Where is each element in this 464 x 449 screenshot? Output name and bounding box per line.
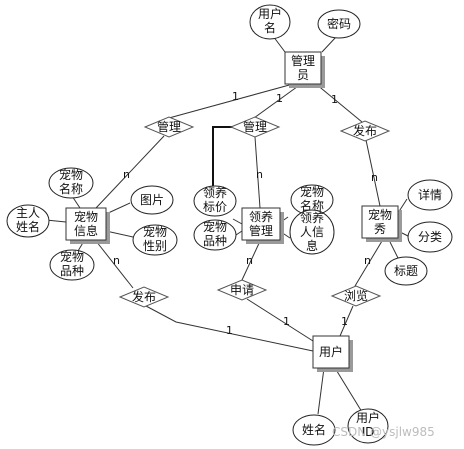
attribute-pet-image: 图片	[130, 185, 174, 215]
attribute-owner-name: 主人 姓名	[6, 204, 50, 238]
attribute-adoption-breed: 宠物 品种	[193, 219, 237, 251]
entity-pet-show-line2: 秀	[374, 222, 386, 236]
attribute-pet-name-line2: 名称	[59, 181, 83, 196]
relationship-manage-adoption-label: 管理	[243, 119, 267, 134]
attribute-adoption-pet-name-line1: 宠物	[300, 184, 324, 199]
attribute-adopter-info-line2: 人信	[300, 225, 324, 239]
attribute-show-category-label: 分类	[418, 230, 442, 244]
cardinality-user-publish: 1	[226, 324, 233, 337]
relationship-browse-label: 浏览	[344, 288, 368, 303]
attribute-user-name: 姓名	[292, 414, 336, 446]
attribute-adopter-info-line1: 领养	[300, 210, 324, 225]
attribute-adoption-price-line1: 领养	[203, 185, 227, 200]
attribute-owner-name-line2: 姓名	[16, 219, 40, 234]
attribute-user-id-line2: ID	[362, 425, 375, 439]
relationship-publish-show: 发布	[339, 120, 391, 142]
attribute-adoption-breed-line2: 品种	[203, 234, 227, 248]
attribute-pet-name-line1: 宠物	[59, 167, 83, 182]
cardinality-admin-manage-pet: 1	[232, 90, 239, 103]
cardinality-admin-publish: 1	[331, 93, 338, 106]
relationship-apply-label: 申请	[230, 283, 254, 297]
relationship-publish-pet: 发布	[118, 286, 170, 308]
relationship-manage-adoption: 管理	[229, 116, 281, 138]
cardinality-show-browse: n	[364, 254, 371, 267]
attribute-user-id-line1: 用户	[356, 410, 380, 425]
attribute-user-name-label: 姓名	[302, 422, 326, 437]
cardinality-adoption-manage: n	[256, 168, 263, 181]
attribute-show-category: 分类	[407, 221, 453, 253]
cardinality-admin-manage-adoption: 1	[276, 92, 283, 105]
attribute-pet-image-label: 图片	[140, 193, 164, 207]
cardinality-user-apply: 1	[283, 315, 290, 328]
attribute-pet-gender-line2: 性别	[143, 239, 167, 253]
relationship-manage-pet-label: 管理	[157, 119, 181, 134]
attribute-adoption-breed-line1: 宠物	[203, 219, 227, 234]
attribute-pet-breed: 宠物 品种	[49, 249, 95, 281]
cardinality-user-browse: 1	[341, 315, 348, 328]
entity-adoption-line2: 管理	[249, 223, 273, 238]
attribute-adoption-pet-name-line2: 名称	[300, 198, 324, 213]
entity-pet-show-line1: 宠物	[368, 207, 392, 222]
attribute-pet-breed-line1: 宠物	[60, 249, 84, 264]
attribute-pet-name: 宠物 名称	[48, 167, 94, 199]
entity-admin: 管理 员	[284, 51, 325, 88]
entity-admin-line2: 员	[297, 68, 309, 82]
attribute-pet-gender-line1: 宠物	[143, 224, 167, 239]
cardinality-adoption-apply: n	[246, 254, 253, 267]
cardinality-pet-manage: n	[123, 168, 130, 181]
entity-pet-show: 宠物 秀	[361, 205, 402, 242]
entity-adoption-line1: 领养	[249, 209, 273, 224]
attribute-pet-gender: 宠物 性别	[132, 224, 178, 256]
relationship-browse: 浏览	[330, 285, 382, 307]
attribute-adoption-price-line2: 标价	[203, 200, 227, 214]
entity-user: 用户	[312, 335, 353, 372]
attribute-show-details: 详情	[407, 179, 453, 211]
attribute-pet-breed-line2: 品种	[60, 264, 84, 278]
attribute-show-title: 标题	[384, 256, 428, 286]
entity-pet-info: 宠物 信息	[65, 207, 110, 244]
attribute-adopter-info-line3: 息	[306, 238, 318, 253]
entity-adoption-management: 领养 管理	[241, 207, 284, 244]
attribute-admin-password-label: 密码	[327, 16, 351, 31]
relationship-publish-show-label: 发布	[353, 123, 377, 138]
attribute-show-title-label: 标题	[394, 264, 418, 278]
attribute-admin-username: 用户 名	[249, 4, 291, 40]
attribute-admin-username-line2: 名	[264, 20, 276, 35]
attribute-user-id: 用户 ID	[347, 408, 389, 444]
cardinality-pet-publish: n	[113, 254, 120, 267]
attribute-adopter-info: 领养 人信 息	[289, 209, 335, 255]
attribute-adoption-pet-name: 宠物 名称	[290, 184, 334, 216]
entity-pet-info-line1: 宠物	[74, 209, 98, 224]
watermark: CSDN @ysjlw985	[332, 425, 435, 439]
entity-admin-line1: 管理	[291, 53, 315, 68]
attribute-owner-name-line1: 主人	[16, 206, 40, 220]
attribute-adoption-price: 领养 标价	[193, 185, 237, 217]
cardinality-show-publish: n	[371, 171, 378, 184]
relationship-apply: 申请	[216, 279, 268, 301]
attribute-admin-password: 密码	[317, 9, 361, 39]
cardinality-labels: 1 1 1 n n n n 1 n 1 n 1	[113, 90, 378, 337]
attribute-admin-username-line1: 用户	[258, 6, 282, 21]
entity-pet-info-line2: 信息	[74, 223, 98, 238]
entity-user-label: 用户	[319, 344, 343, 359]
relationship-manage-pet: 管理	[143, 116, 195, 138]
relationship-publish-pet-label: 发布	[132, 289, 156, 304]
attribute-show-details-label: 详情	[418, 187, 442, 202]
